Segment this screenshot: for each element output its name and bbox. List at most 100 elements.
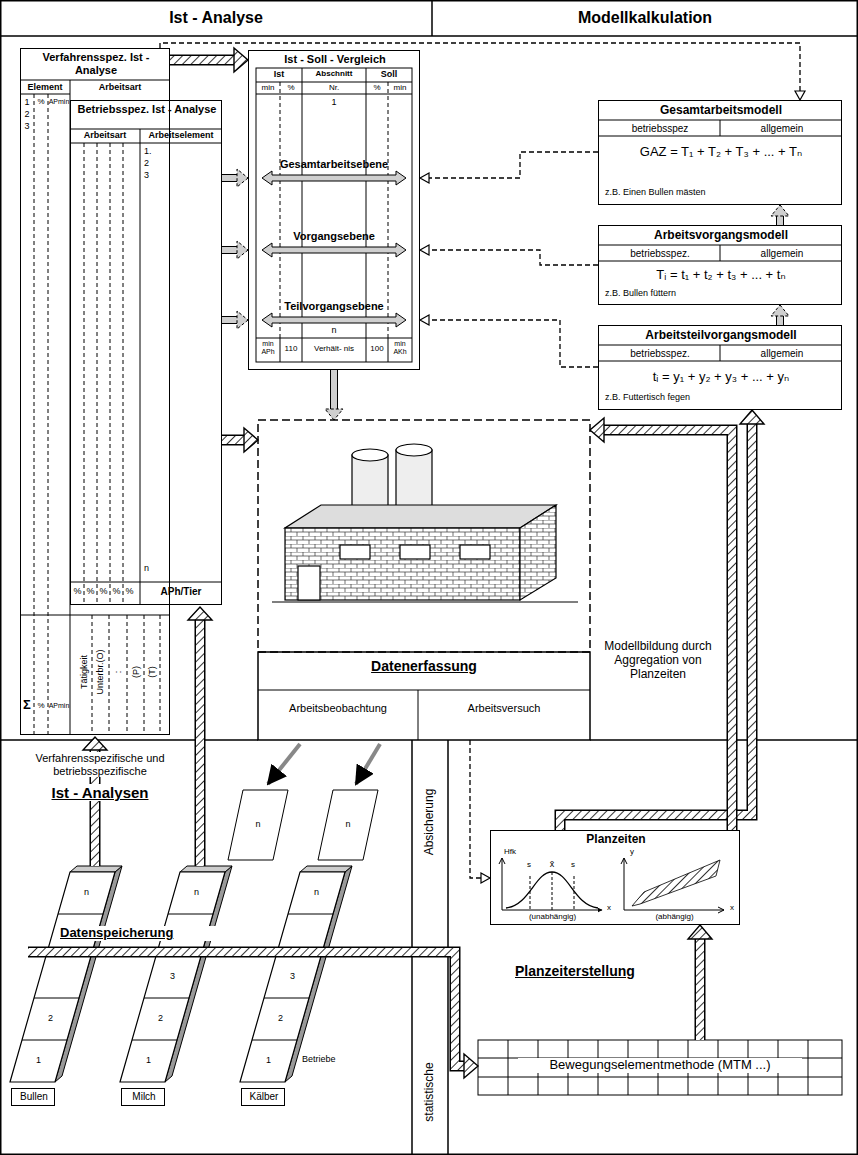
chart-figures — [499, 858, 724, 913]
label-text: min — [388, 83, 412, 92]
label-text: Abschnitt — [302, 69, 366, 78]
label-text: Arbeitsart — [70, 82, 170, 92]
node-text: Bewegungselementmethode (MTM ...) — [518, 1058, 802, 1073]
connector-fill — [696, 938, 704, 1040]
stack-divider — [58, 914, 103, 915]
label-text: APmin — [48, 98, 70, 106]
label-text: x — [604, 903, 614, 912]
connector — [420, 315, 598, 367]
node-text: z.B. Bullen füttern — [605, 288, 837, 298]
node-text: Arbeitsteilvorgangsmodell — [599, 329, 843, 343]
arrow-head — [237, 241, 248, 259]
label-text: % — [71, 586, 84, 596]
connector — [420, 152, 598, 183]
stack-front — [120, 872, 225, 1082]
node-text: GAZ = T₁ + T₂ + T₃ + ... + Tₙ — [599, 145, 843, 160]
table-lines — [20, 68, 842, 1095]
model-box: Arbeitsteilvorgangsmodellbetriebsspez.al… — [598, 325, 842, 410]
connector-fill — [560, 423, 752, 830]
arrow-head — [771, 205, 789, 216]
label-text: 2 — [43, 1013, 59, 1023]
connector-line — [428, 250, 598, 265]
connector-fill — [170, 56, 235, 64]
header-band: Modellkalkulation — [432, 0, 858, 36]
stack-divider — [34, 998, 79, 999]
label-text: Nr. — [302, 83, 366, 92]
node-text: Verfahrensspez. Ist - Analyse — [23, 51, 169, 76]
label-text: (T) — [147, 666, 157, 678]
label-text: Verfahrensspezifische und betriebsspezif… — [18, 752, 182, 777]
connector-outline — [330, 370, 338, 410]
model-box: Gesamtarbeitsmodellbetriebsspezallgemein… — [598, 100, 842, 205]
node-text: betriebsspez. — [599, 248, 721, 260]
label-text: Ist - Analysen — [30, 784, 170, 801]
connector-outline — [603, 430, 732, 830]
connector-fill — [222, 247, 238, 253]
stack-divider — [252, 1040, 297, 1041]
label-text: 1. — [144, 146, 164, 156]
arrow-head — [795, 91, 805, 100]
node-text: allgemein — [721, 248, 843, 260]
label-text: n — [302, 325, 366, 335]
connector-fill — [331, 370, 337, 410]
label-text: % — [97, 586, 110, 596]
stack-top — [180, 866, 232, 872]
arrow-head — [234, 48, 248, 72]
data-stacks — [10, 866, 352, 1082]
stack-divider — [264, 998, 309, 999]
label-text: 1 — [141, 1055, 157, 1065]
header-band: Ist - Analyse — [0, 0, 432, 36]
connector-outline — [222, 435, 245, 446]
label-text: 3 — [165, 971, 181, 981]
node-text: Arbeitsbeobachtung — [260, 702, 416, 715]
method-box: Bewegungselementmethode (MTM ...) — [478, 1040, 842, 1095]
connector-outline — [695, 938, 706, 1040]
node-text: Ist - Soll - Vergleich — [251, 53, 419, 66]
arrow-head — [420, 173, 429, 183]
connector — [160, 43, 805, 100]
node-text: betriebsspez — [599, 123, 721, 135]
arrow-head — [688, 925, 712, 939]
node-text: Bullen — [12, 1091, 56, 1103]
label-text: x — [727, 903, 737, 912]
label-text: 110 — [280, 344, 302, 353]
label-text: : — [113, 671, 123, 674]
connector — [170, 48, 248, 72]
node-text: Arbeitsvorgangsmodell — [599, 229, 843, 243]
label-text: 2 — [273, 1013, 289, 1023]
node-text: Ist - Analyse — [0, 9, 432, 27]
label-text: x̄ — [546, 859, 558, 869]
label-text: Planzeiterstellung — [515, 963, 665, 979]
connector-fill — [603, 430, 732, 830]
label-text: 1 — [31, 1055, 47, 1065]
label-text: n — [79, 887, 95, 897]
connector-fill — [222, 175, 238, 181]
stack-front — [240, 872, 345, 1082]
label-text: 3 — [20, 121, 34, 131]
label-text: Vorgangsebene — [256, 230, 412, 243]
label-text: min APh — [256, 340, 280, 356]
label-text: (P) — [131, 666, 141, 678]
connector — [590, 418, 732, 830]
label-text: n — [340, 819, 356, 829]
label-text: min — [256, 83, 280, 92]
label-text: Teilvorgangsebene — [256, 300, 412, 313]
label-text: 1 — [302, 97, 366, 107]
connector — [688, 925, 712, 1040]
label-text: 2 — [153, 1013, 169, 1023]
arrow-head — [590, 418, 604, 442]
stack-label: Kälber — [241, 1088, 285, 1106]
node-text: allgemein — [721, 123, 843, 135]
label-text: Hfk — [504, 847, 532, 856]
node-text: Arbeitsversuch — [420, 702, 588, 715]
connector — [222, 428, 258, 452]
label-text: n — [250, 819, 266, 829]
data-capture-box: DatenerfassungArbeitsbeobachtungArbeitsv… — [258, 420, 590, 740]
node-text: Modellkalkulation — [432, 9, 858, 27]
label-text: Unterbr.(O) — [95, 649, 105, 694]
node-text: tᵢ = y₁ + y₂ + y₃ + ... + yₙ — [599, 370, 843, 385]
node-text: z.B. Einen Bullen mästen — [605, 187, 837, 197]
label-text: n — [189, 887, 205, 897]
